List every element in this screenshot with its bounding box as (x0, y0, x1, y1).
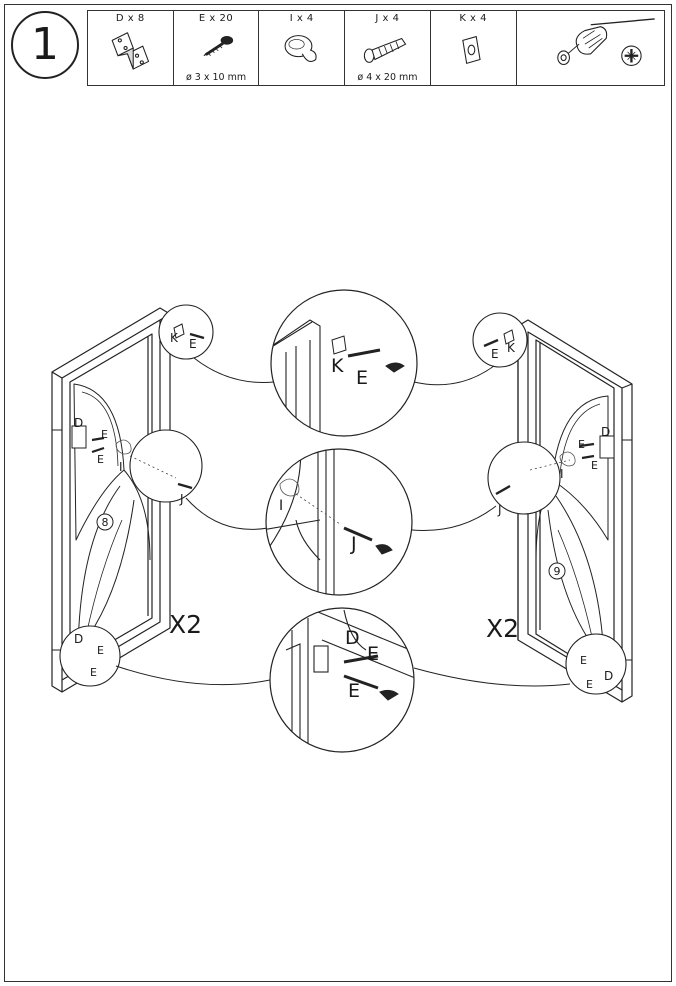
part-k: K x 4 (431, 11, 517, 85)
callout-d-right-bottom: D (604, 669, 613, 683)
part-d: D x 8 (88, 11, 174, 85)
part-k-qty: K x 4 (459, 13, 488, 24)
bolt-icon (345, 27, 430, 71)
part-j-qty: J x 4 (375, 13, 400, 24)
right-door-panel (517, 319, 633, 703)
part-e-qty: E x 20 (198, 13, 234, 24)
part-j-size: ø 4 x 20 mm (357, 72, 418, 83)
phillips-screwdriver-icon (517, 17, 664, 79)
step-number-badge: 1 (11, 11, 79, 79)
quantity-multiplier-right: X2 (486, 614, 519, 643)
part-j: J x 4 ø 4 x 20 mm (345, 11, 431, 85)
part-i: I x 4 (259, 11, 346, 85)
callout-e-bottom-a: E (367, 643, 379, 665)
callout-e-left-a: E (101, 428, 108, 441)
detail-circle-left-mid (129, 429, 203, 503)
callout-e-left-c: E (97, 644, 104, 657)
callout-j-left: J (179, 492, 184, 506)
detail-circle-left-top (158, 304, 214, 360)
panel-number-left: 8 (96, 513, 114, 531)
callout-e-right-c: E (580, 654, 587, 667)
callout-d-left-top: D (74, 416, 83, 430)
callout-e-right-a: E (578, 438, 585, 451)
callout-k-left: K (170, 331, 179, 345)
detail-circle-top (270, 289, 418, 437)
part-d-qty: D x 8 (115, 13, 145, 24)
part-e: E x 20 ø 3 x 10 mm (174, 11, 260, 85)
callout-e-right-top: E (491, 347, 499, 361)
callout-e-left-top: E (189, 337, 197, 351)
hinge-icon (88, 27, 173, 71)
callout-e-top: E (356, 367, 368, 389)
callout-j-middle: J (350, 533, 357, 555)
callout-e-bottom-b: E (348, 680, 360, 702)
detail-circle-right-mid (487, 441, 561, 515)
washer-icon (431, 27, 516, 71)
callout-d-left-bottom: D (74, 632, 83, 646)
callout-i-middle: I (279, 498, 283, 514)
callout-e-right-d: E (586, 678, 593, 691)
detail-circle-left-bottom (59, 625, 121, 687)
parts-list: D x 8 E x 20 (87, 10, 665, 86)
callout-i-right: I (560, 467, 564, 481)
part-i-qty: I x 4 (289, 13, 314, 24)
tool-cell (517, 11, 664, 85)
callout-e-right-b: E (591, 459, 598, 472)
callout-e-left-b: E (97, 453, 104, 466)
knob-icon (259, 27, 344, 71)
callout-j-right: J (497, 503, 502, 517)
detail-circle-right-top (472, 312, 528, 368)
detail-circle-bottom (269, 607, 415, 753)
callout-k-right: K (507, 341, 516, 355)
callout-d-bottom: D (345, 627, 360, 649)
detail-circle-right-bottom (565, 633, 627, 695)
quantity-multiplier-left: X2 (169, 610, 202, 639)
panel-label-left: 8 (102, 516, 109, 529)
detail-circle-middle (265, 448, 413, 596)
panel-number-right: 9 (548, 562, 566, 580)
callout-e-left-d: E (90, 666, 97, 679)
step-number: 1 (31, 19, 59, 70)
screw-icon (174, 27, 259, 71)
panel-label-right: 9 (554, 565, 561, 578)
callout-d-right-top: D (601, 425, 610, 439)
part-e-size: ø 3 x 10 mm (185, 72, 247, 83)
callout-i-left: I (119, 460, 123, 474)
callout-k-top: K (331, 355, 344, 377)
